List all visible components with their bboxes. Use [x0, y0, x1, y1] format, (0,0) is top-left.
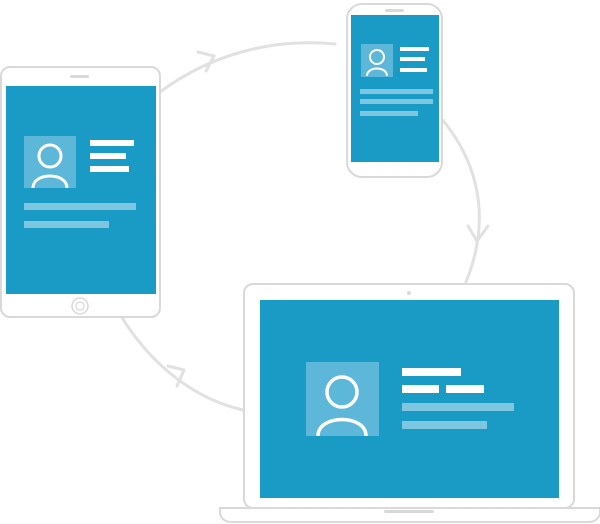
laptop-text-line-1 — [402, 368, 461, 376]
tablet-home-button[interactable] — [71, 297, 89, 315]
arrow-laptop-to-tablet — [119, 314, 245, 412]
tablet-text-line-3 — [90, 166, 129, 172]
laptop-faint-line-1 — [402, 403, 514, 411]
arrow-tablet-to-phone — [158, 41, 337, 94]
laptop-camera — [407, 291, 411, 295]
arrow-head-left — [166, 364, 186, 388]
arrow-phone-to-laptop — [439, 116, 481, 284]
person-avatar-icon — [316, 375, 368, 437]
person-avatar-icon — [31, 143, 69, 189]
person-avatar-icon — [366, 49, 388, 77]
laptop-device — [219, 283, 600, 523]
phone-faint-line-3 — [360, 111, 418, 116]
tablet-screen — [6, 86, 156, 294]
phone-text-line-2 — [400, 57, 425, 61]
phone-device — [346, 3, 443, 178]
tablet-device — [0, 66, 161, 318]
phone-text-line-3 — [400, 68, 427, 72]
phone-faint-line-2 — [360, 99, 433, 104]
tablet-camera — [70, 75, 89, 78]
phone-faint-line-1 — [360, 89, 433, 94]
arrow-head-right — [466, 224, 490, 243]
tablet-faint-line-2 — [24, 221, 109, 228]
tablet-faint-line-1 — [24, 203, 136, 210]
tablet-home-button-inner — [75, 301, 85, 311]
phone-avatar-tile — [361, 44, 393, 77]
laptop-faint-line-2 — [402, 421, 487, 429]
laptop-trackpad-notch — [384, 510, 434, 513]
laptop-avatar-tile — [306, 362, 379, 436]
phone-screen — [351, 15, 439, 162]
laptop-base — [219, 507, 600, 523]
phone-text-line-1 — [400, 47, 429, 51]
laptop-screen — [260, 300, 559, 498]
tablet-text-line-2 — [90, 153, 126, 159]
laptop-text-line-2 — [402, 385, 439, 393]
laptop-text-line-3 — [446, 385, 484, 393]
arrow-head-top — [196, 50, 216, 73]
cycle-arrows — [119, 41, 490, 412]
tablet-text-line-1 — [90, 140, 134, 146]
phone-speaker — [385, 9, 404, 12]
